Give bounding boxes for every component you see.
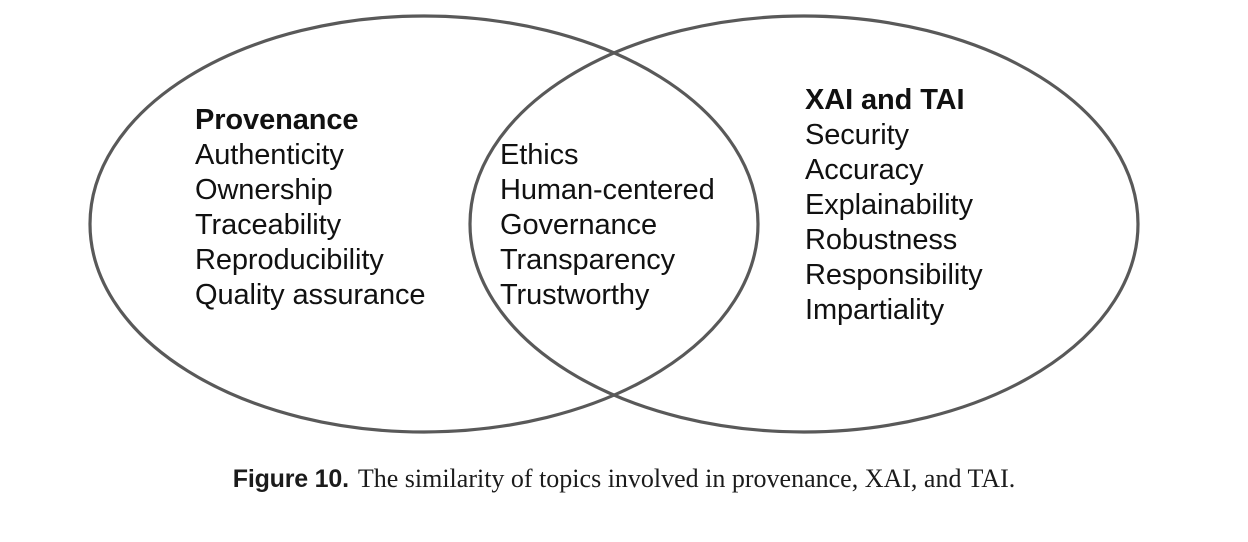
intersection-item-3: Transparency: [500, 244, 676, 276]
right-set-item-2: Explainability: [805, 189, 973, 221]
left-set-ellipse: [88, 14, 760, 434]
right-set-ellipse: [468, 14, 1140, 434]
figure-caption-label: Figure 10.: [232, 465, 349, 493]
right-set-item-1: Accuracy: [805, 154, 924, 186]
left-set-item-2: Traceability: [195, 209, 341, 241]
right-set-item-5: Impartiality: [805, 294, 944, 326]
left-set-item-3: Reproducibility: [195, 244, 384, 276]
right-set-heading: XAI and TAI: [805, 84, 965, 116]
intersection-label-group: Ethics Human-centered Governance Transpa…: [500, 138, 715, 313]
intersection-item-2: Governance: [500, 209, 657, 241]
right-set-item-0: Security: [805, 119, 909, 151]
intersection-item-1: Human-centered: [500, 174, 715, 206]
figure-caption: Figure 10. The similarity of topics invol…: [0, 462, 1248, 496]
right-set-label-group: XAI and TAI Security Accuracy Explainabi…: [805, 83, 983, 328]
left-set-item-4: Quality assurance: [195, 279, 426, 311]
right-set-item-4: Responsibility: [805, 259, 983, 291]
venn-diagram: Provenance Authenticity Ownership Tracea…: [88, 14, 1140, 434]
right-set-item-3: Robustness: [805, 224, 958, 256]
figure-caption-text: The similarity of topics involved in pro…: [357, 464, 1016, 493]
left-set-heading: Provenance: [195, 104, 359, 136]
left-set-item-1: Ownership: [195, 174, 333, 206]
intersection-item-4: Trustworthy: [500, 279, 650, 311]
intersection-item-0: Ethics: [500, 139, 579, 171]
left-set-label-group: Provenance Authenticity Ownership Tracea…: [195, 103, 426, 313]
venn-ellipses-svg: [88, 14, 1140, 434]
left-set-item-0: Authenticity: [195, 139, 344, 171]
